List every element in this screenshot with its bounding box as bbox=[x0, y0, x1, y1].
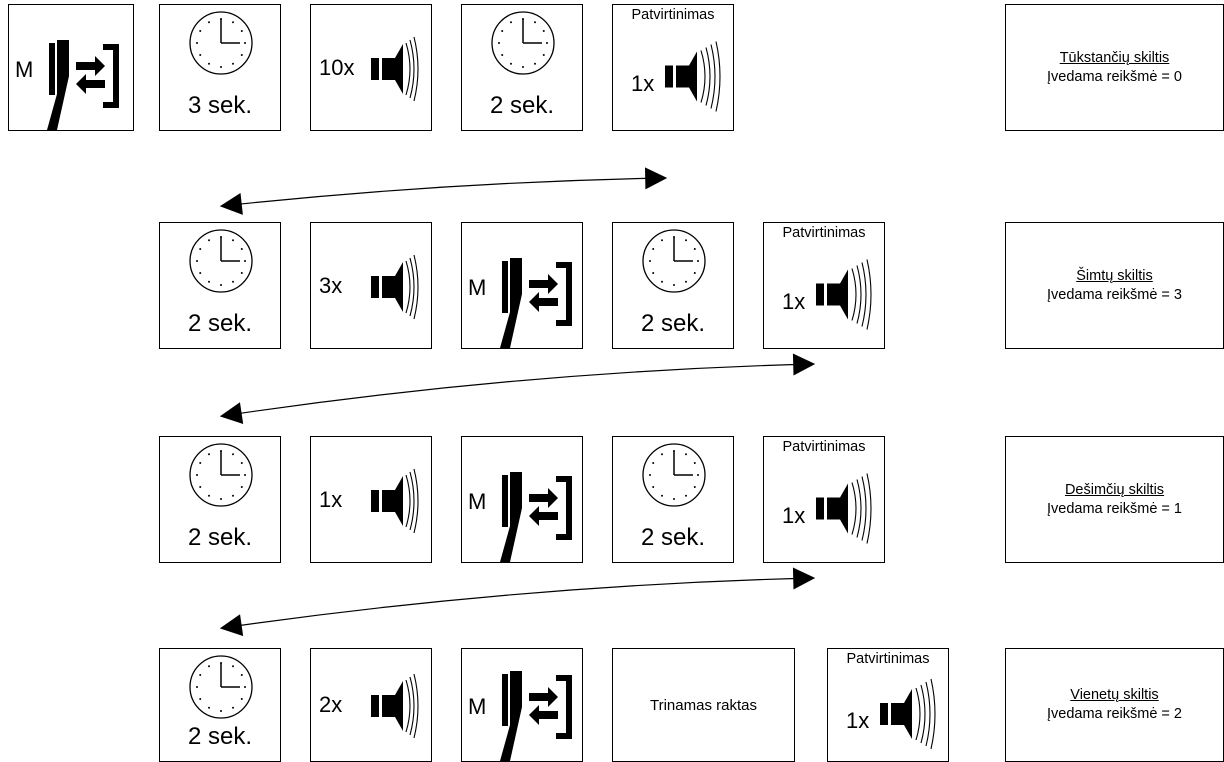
step-key-box: M bbox=[461, 222, 583, 349]
confirm-header: Patvirtinimas bbox=[782, 225, 866, 241]
step-key-box: M bbox=[8, 4, 134, 131]
confirm-count: 1x bbox=[782, 502, 806, 528]
step-clock-box: 2 sek. bbox=[159, 648, 281, 762]
section-value: Įvedama reikšmė = 0 bbox=[1047, 68, 1182, 85]
clock-icon bbox=[642, 443, 706, 507]
key-reader-icon bbox=[500, 671, 572, 761]
step-beep-box: 10x bbox=[310, 4, 432, 131]
step-clock-box: 2 sek. bbox=[159, 222, 281, 349]
step-text-box: Trinamas raktas bbox=[612, 648, 795, 762]
confirm-count: 1x bbox=[631, 70, 655, 96]
section-value: Įvedama reikšmė = 3 bbox=[1047, 286, 1182, 303]
speaker-waves-icon bbox=[880, 678, 936, 750]
step-key-box: M bbox=[461, 436, 583, 563]
step-clock-box: 2 sek. bbox=[159, 436, 281, 563]
clock-icon bbox=[642, 229, 706, 293]
step-beep-box: 1x bbox=[310, 436, 432, 563]
delete-key-label: Trinamas raktas bbox=[650, 697, 757, 714]
speaker-waves-icon bbox=[816, 473, 872, 544]
step-key-box: M bbox=[461, 648, 583, 762]
step-confirm-box: Patvirtinimas 1x bbox=[827, 648, 949, 762]
confirm-count: 1x bbox=[782, 288, 806, 314]
step-clock-box: 2 sek. bbox=[461, 4, 583, 131]
beep-count: 2x bbox=[319, 692, 343, 717]
duration-label: 2 sek. bbox=[187, 310, 253, 337]
section-title: Dešimčių skiltis bbox=[1064, 481, 1165, 498]
clock-icon bbox=[189, 229, 253, 293]
step-beep-box: 3x bbox=[310, 222, 432, 349]
confirm-count: 1x bbox=[846, 708, 870, 733]
confirm-header: Patvirtinimas bbox=[631, 7, 715, 23]
step-clock-box: 2 sek. bbox=[612, 436, 734, 563]
confirm-header: Patvirtinimas bbox=[782, 439, 866, 455]
speaker-icon bbox=[371, 254, 419, 319]
key-letter: M bbox=[468, 274, 487, 300]
step-clock-box: 3 sek. bbox=[159, 4, 281, 131]
speaker-icon bbox=[371, 468, 419, 533]
clock-icon bbox=[189, 655, 253, 719]
key-reader-icon bbox=[47, 40, 119, 130]
duration-label: 2 sek. bbox=[187, 524, 253, 551]
duration-label: 3 sek. bbox=[187, 92, 253, 119]
step-confirm-box: Patvirtinimas 1x bbox=[763, 436, 885, 563]
duration-label: 2 sek. bbox=[187, 723, 253, 750]
step-clock-box: 2 sek. bbox=[612, 222, 734, 349]
key-reader-icon bbox=[500, 472, 572, 562]
beep-count: 1x bbox=[319, 486, 343, 512]
beep-count: 10x bbox=[319, 54, 355, 80]
duration-label: 2 sek. bbox=[489, 92, 555, 119]
key-letter: M bbox=[468, 488, 487, 514]
flow-arrow bbox=[219, 567, 816, 637]
flow-arrow bbox=[219, 353, 816, 424]
step-confirm-box: Patvirtinimas 1x bbox=[612, 4, 734, 131]
section-title: Vienetų skiltis bbox=[1070, 687, 1159, 703]
section-title: Šimtų skiltis bbox=[1076, 267, 1153, 284]
clock-icon bbox=[491, 11, 555, 75]
speaker-waves-icon bbox=[665, 41, 721, 112]
key-letter: M bbox=[468, 694, 487, 719]
key-letter: M bbox=[15, 56, 34, 82]
confirm-header: Patvirtinimas bbox=[846, 651, 930, 667]
key-reader-icon bbox=[500, 258, 572, 348]
section-title: Tūkstančių skiltis bbox=[1059, 49, 1170, 66]
section-value: Įvedama reikšmė = 2 bbox=[1047, 706, 1182, 722]
step-beep-box: 2x bbox=[310, 648, 432, 762]
beep-count: 3x bbox=[319, 272, 343, 298]
duration-label: 2 sek. bbox=[640, 310, 706, 337]
speaker-icon bbox=[371, 36, 419, 101]
section-value: Įvedama reikšmė = 1 bbox=[1047, 500, 1182, 517]
speaker-icon bbox=[371, 673, 419, 739]
speaker-waves-icon bbox=[816, 259, 872, 330]
duration-label: 2 sek. bbox=[640, 524, 706, 551]
step-confirm-box: Patvirtinimas 1x bbox=[763, 222, 885, 349]
clock-icon bbox=[189, 443, 253, 507]
flow-arrow bbox=[219, 167, 668, 215]
clock-icon bbox=[189, 11, 253, 75]
